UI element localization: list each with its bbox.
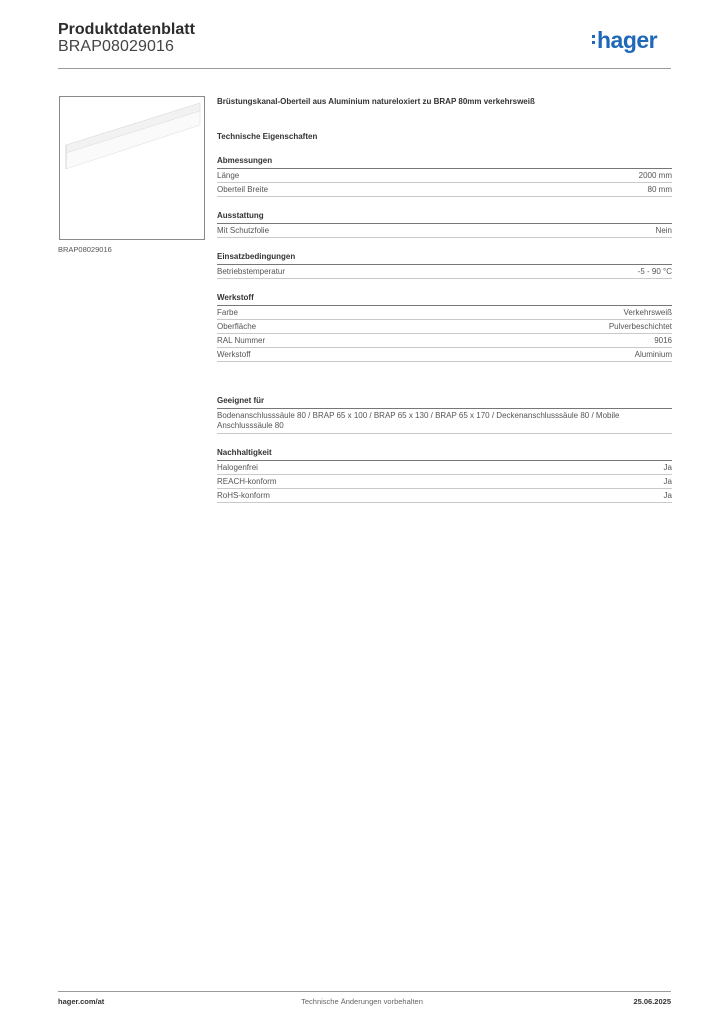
group-heading: Ausstattung [217,211,672,224]
group-heading: Nachhaltigkeit [217,448,672,461]
property-value: 9016 [654,336,672,345]
header-divider [58,68,671,69]
property-value: Verkehrsweiß [623,308,672,317]
suitable-group: Geeignet für Bodenanschlusssäule 80 / BR… [217,396,672,434]
property-row: Halogenfrei Ja [217,461,672,475]
suitable-text: Bodenanschlusssäule 80 / BRAP 65 x 100 /… [217,409,672,434]
property-label: Werkstoff [217,350,251,359]
group-heading: Werkstoff [217,293,672,306]
property-value: Pulverbeschichtet [608,322,672,331]
property-label: RoHS-konform [217,491,270,500]
property-label: RAL Nummer [217,336,266,345]
property-row: Farbe Verkehrsweiß [217,306,672,320]
logo-dots-icon [592,35,596,45]
property-value: 80 mm [647,185,672,194]
property-label: Farbe [217,308,238,317]
section-title: Technische Eigenschaften [217,132,318,141]
product-number: BRAP08029016 [58,38,174,55]
hager-logo: hager [592,27,658,54]
group-heading: Abmessungen [217,156,672,169]
footer-divider [58,991,671,992]
page-title: Produktdatenblatt [58,21,195,38]
property-row: Oberteil Breite 80 mm [217,183,672,197]
group-heading: Einsatzbedingungen [217,252,672,265]
footer-disclaimer: Technische Änderungen vorbehalten [301,997,423,1006]
channel-cover-illustration [65,102,201,170]
property-label: Oberteil Breite [217,185,269,194]
product-image [59,96,205,240]
property-row: Werkstoff Aluminium [217,348,672,362]
property-row: REACH-konform Ja [217,475,672,489]
property-value: -5 - 90 °C [637,267,672,276]
property-row: RoHS-konform Ja [217,489,672,503]
datasheet-content: Brüstungskanal-Oberteil aus Aluminium na… [217,97,672,503]
product-title: Brüstungskanal-Oberteil aus Aluminium na… [217,97,535,106]
property-label: Betriebstemperatur [217,267,286,276]
property-label: Oberfläche [217,322,257,331]
logo-text: hager [597,27,658,53]
property-row: Länge 2000 mm [217,169,672,183]
property-row: Betriebstemperatur -5 - 90 °C [217,265,672,279]
property-value: Ja [663,477,672,486]
property-label: Halogenfrei [217,463,258,472]
property-row: Mit Schutzfolie Nein [217,224,672,238]
property-value: Nein [655,226,672,235]
property-value: 2000 mm [638,171,672,180]
footer-website[interactable]: hager.com/at [58,997,105,1006]
group-heading: Geeignet für [217,396,672,409]
property-label: Mit Schutzfolie [217,226,270,235]
property-value: Aluminium [634,350,672,359]
property-label: REACH-konform [217,477,277,486]
property-row: RAL Nummer 9016 [217,334,672,348]
image-caption: BRAP08029016 [58,245,112,254]
property-row: Oberfläche Pulverbeschichtet [217,320,672,334]
property-label: Länge [217,171,240,180]
property-value: Ja [663,463,672,472]
property-value: Ja [663,491,672,500]
footer-date: 25.06.2025 [633,997,671,1006]
